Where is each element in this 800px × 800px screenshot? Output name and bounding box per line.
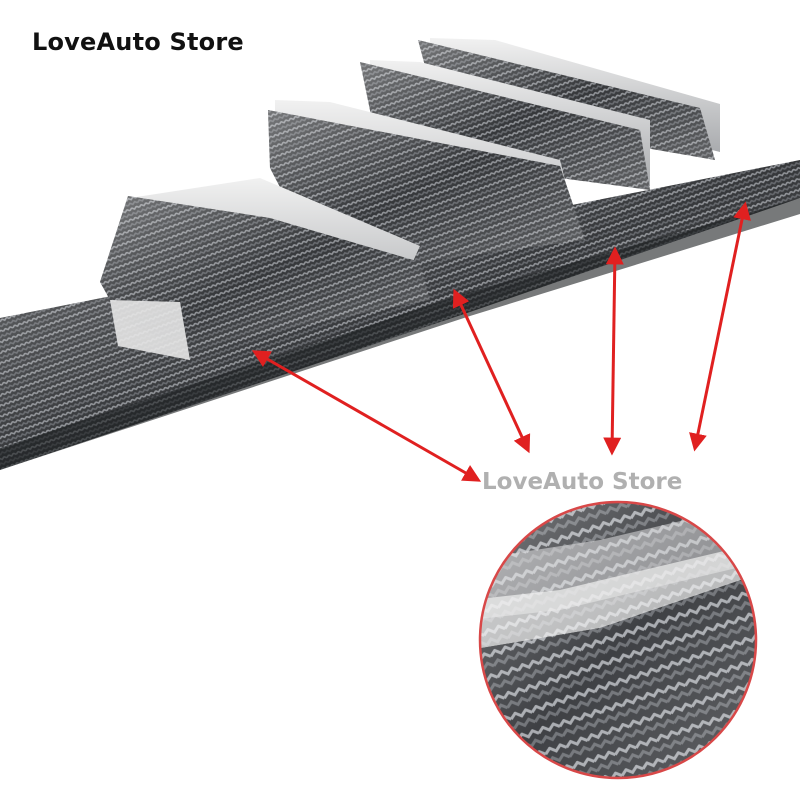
callout-arrow-2	[452, 288, 531, 454]
louver-fin-3	[360, 60, 650, 190]
store-brand-title: LoveAuto Store	[32, 28, 244, 56]
store-watermark: LoveAuto Store	[482, 469, 683, 495]
callout-arrow-3	[603, 246, 624, 456]
magnifier-ring	[478, 500, 758, 780]
magnifier-detail	[478, 500, 758, 780]
callout-arrows	[251, 201, 751, 482]
callout-arrow-1	[251, 350, 482, 482]
louver-base-plate	[0, 160, 800, 470]
callout-arrow-4	[689, 201, 751, 452]
louver-fin-1	[100, 178, 430, 360]
